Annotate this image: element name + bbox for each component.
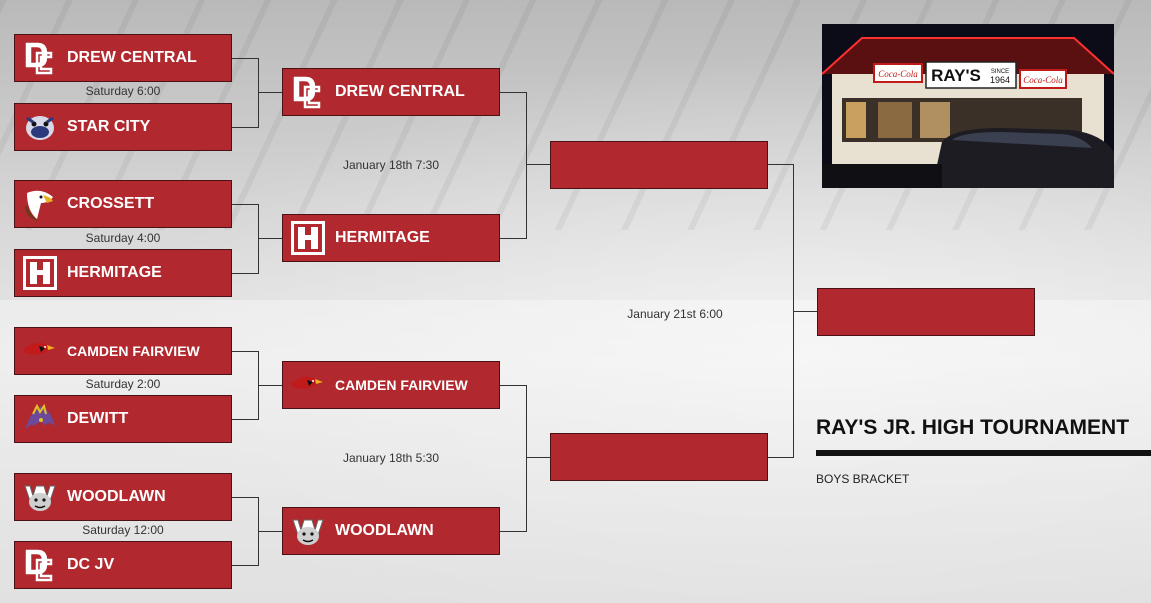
- round1-team-camden-fairview[interactable]: CAMDEN FAIRVIEW: [14, 327, 232, 375]
- round2-team-camden-fairview[interactable]: CAMDEN FAIRVIEW: [282, 361, 500, 409]
- team-name: DEWITT: [67, 410, 129, 427]
- eagle-logo-icon: [21, 185, 59, 223]
- game-time: January 18th 7:30: [342, 158, 440, 172]
- dc-logo-icon: [289, 73, 327, 111]
- w-bulldog-logo-icon: [289, 512, 327, 550]
- team-name: DREW CENTRAL: [335, 83, 465, 100]
- round2-team-woodlawn[interactable]: WOODLAWN: [282, 507, 500, 555]
- round2-team-hermitage[interactable]: HERMITAGE: [282, 214, 500, 262]
- game-time: Saturday 4:00: [85, 231, 161, 245]
- team-name: CAMDEN FAIRVIEW: [335, 377, 468, 393]
- dragon-logo-icon: [21, 400, 59, 438]
- store-sign: RAY'S: [931, 66, 981, 85]
- game-time: Saturday 6:00: [85, 84, 161, 98]
- bracket-line: [232, 497, 258, 498]
- bracket-line: [500, 238, 526, 239]
- bracket-line: [526, 164, 550, 165]
- team-name: CAMDEN FAIRVIEW: [67, 343, 200, 359]
- final-game-time: January 21st 6:00: [627, 307, 723, 321]
- bracket-line: [258, 385, 282, 386]
- game-time: Saturday 12:00: [82, 523, 164, 537]
- round1-team-woodlawn[interactable]: WOODLAWN: [14, 473, 232, 521]
- round1-team-crossett[interactable]: CROSSETT: [14, 180, 232, 228]
- bracket-line: [232, 127, 258, 128]
- team-name: DC JV: [67, 556, 115, 573]
- round1-team-dewitt[interactable]: DEWITT: [14, 395, 232, 443]
- team-name: WOODLAWN: [335, 522, 434, 539]
- cola-sign-right: Coca-Cola: [1023, 75, 1063, 85]
- bracket-line: [258, 531, 282, 532]
- round3-slot-bottom[interactable]: [550, 433, 768, 481]
- bracket-line: [500, 531, 526, 532]
- bracket-line: [526, 92, 527, 239]
- bulldog-logo-icon: [21, 108, 59, 146]
- w-bulldog-logo-icon: [21, 478, 59, 516]
- rays-store-photo: Coca-Cola RAY'S SINCE 1964 Coca-Cola: [822, 24, 1114, 188]
- game-time: January 18th 5:30: [342, 451, 440, 465]
- bracket-line: [500, 92, 526, 93]
- bracket-line: [258, 92, 282, 93]
- bracket-line: [526, 457, 550, 458]
- bracket-line: [258, 58, 259, 128]
- team-name: STAR CITY: [67, 118, 151, 135]
- cola-sign-left: Coca-Cola: [878, 69, 918, 79]
- round3-slot-top[interactable]: [550, 141, 768, 189]
- round2-team-drew-central[interactable]: DREW CENTRAL: [282, 68, 500, 116]
- bracket-line: [768, 457, 794, 458]
- team-name: HERMITAGE: [335, 229, 430, 246]
- bracket-line: [232, 204, 258, 205]
- bracket-line: [232, 273, 258, 274]
- team-name: WOODLAWN: [67, 488, 166, 505]
- champion-slot[interactable]: [817, 288, 1035, 336]
- bracket-line: [232, 419, 258, 420]
- bracket-line: [793, 311, 817, 312]
- tournament-title: RAY'S JR. HIGH TOURNAMENT: [816, 416, 1130, 439]
- store-sign-since: SINCE: [991, 69, 1009, 75]
- game-time: Saturday 2:00: [85, 377, 161, 391]
- bracket-line: [526, 385, 527, 532]
- h-logo-icon: [289, 219, 327, 257]
- dc-logo-icon: [21, 546, 59, 584]
- bracket-line: [232, 351, 258, 352]
- bracket-line: [258, 238, 282, 239]
- bracket-line: [258, 204, 259, 274]
- bracket-line: [232, 58, 258, 59]
- bracket-line: [500, 385, 526, 386]
- bracket-line: [232, 565, 258, 566]
- cardinal-logo-icon: [289, 366, 327, 404]
- team-name: DREW CENTRAL: [67, 49, 197, 66]
- bracket-line: [768, 164, 794, 165]
- bracket-label: BOYS BRACKET: [816, 472, 910, 486]
- round1-team-hermitage[interactable]: HERMITAGE: [14, 249, 232, 297]
- round1-team-star-city[interactable]: STAR CITY: [14, 103, 232, 151]
- team-name: HERMITAGE: [67, 264, 162, 281]
- title-underline: [816, 450, 1151, 456]
- team-name: CROSSETT: [67, 195, 155, 212]
- dc-logo-icon: [21, 39, 59, 77]
- cardinal-logo-icon: [21, 332, 59, 370]
- round1-team-drew-central[interactable]: DREW CENTRAL: [14, 34, 232, 82]
- store-sign-year: 1964: [990, 75, 1010, 85]
- h-logo-icon: [21, 254, 59, 292]
- round1-team-dc-jv[interactable]: DC JV: [14, 541, 232, 589]
